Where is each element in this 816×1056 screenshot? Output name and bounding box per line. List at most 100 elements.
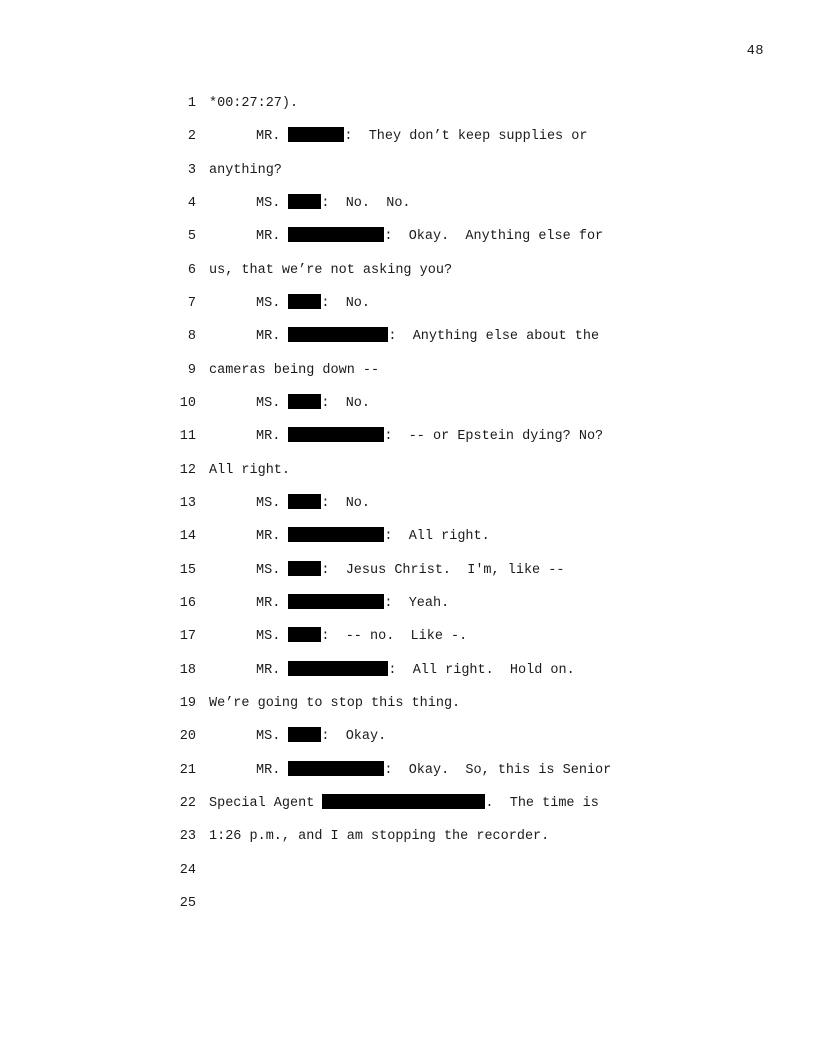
redaction-box	[288, 327, 389, 343]
redaction-box	[288, 227, 385, 243]
line-number: 9	[187, 362, 196, 378]
transcript-line: 2 MR. : They don’t keep supplies or	[0, 120, 816, 153]
line-text: MR. : All right. Hold on.	[209, 654, 575, 687]
redaction-box	[288, 427, 385, 443]
transcript-line: 15 MS. : Jesus Christ. I'm, like --	[0, 554, 816, 587]
line-text: us, that we’re not asking you?	[209, 254, 452, 287]
text-segment: MS.	[256, 195, 289, 211]
line-text: cameras being down --	[209, 354, 379, 387]
line-number: 2	[187, 129, 196, 145]
line-text: MR. : Okay. So, this is Senior	[209, 754, 611, 787]
text-segment: : All right. Hold on.	[388, 662, 575, 678]
line-text: We’re going to stop this thing.	[209, 687, 460, 720]
transcript-line: 12 All right.	[0, 454, 816, 487]
text-segment: MR.	[256, 762, 289, 778]
page-number: 48	[746, 44, 764, 59]
transcript-line: 9 cameras being down --	[0, 354, 816, 387]
text-segment: : -- or Epstein dying? No?	[384, 429, 604, 445]
text-segment: All right.	[209, 462, 291, 478]
text-segment: : All right.	[384, 529, 490, 545]
line-number: 25	[179, 895, 196, 911]
transcript-line: 19 We’re going to stop this thing.	[0, 687, 816, 720]
line-text: MS. : No.	[209, 287, 370, 320]
redaction-box	[322, 793, 486, 809]
line-number: 12	[179, 462, 196, 478]
text-segment: MR.	[256, 662, 289, 678]
text-segment: MS.	[256, 495, 289, 511]
transcript-line: 18 MR. : All right. Hold on.	[0, 654, 816, 687]
redaction-box	[288, 527, 385, 543]
text-segment: MS.	[256, 395, 289, 411]
redaction-box	[288, 293, 322, 309]
transcript-line: 11 MR. : -- or Epstein dying? No?	[0, 420, 816, 453]
line-number: 5	[187, 229, 196, 245]
text-segment: : Okay.	[321, 729, 387, 745]
line-number: 22	[179, 795, 196, 811]
transcript-line: 20 MS. : Okay.	[0, 720, 816, 753]
line-number: 14	[179, 529, 196, 545]
line-text: MS. : No.	[209, 487, 370, 520]
line-number: 20	[179, 729, 196, 745]
line-text: All right.	[209, 454, 290, 487]
text-segment: MR.	[256, 595, 289, 611]
line-text: Special Agent . The time is	[209, 787, 599, 820]
transcript-line: 22 Special Agent . The time is	[0, 787, 816, 820]
text-segment: MS.	[256, 629, 289, 645]
line-number: 8	[187, 329, 196, 345]
line-text: MR. : They don’t keep supplies or	[209, 120, 587, 153]
transcript-line: 1*00:27:27).	[0, 87, 816, 120]
text-segment: anything?	[209, 162, 282, 178]
transcript-line: 6 us, that we’re not asking you?	[0, 254, 816, 287]
line-number: 4	[187, 195, 196, 211]
line-number: 17	[179, 629, 196, 645]
line-text: MR. : Yeah.	[209, 587, 449, 620]
text-segment: : -- no. Like -.	[321, 629, 468, 645]
redaction-box	[288, 493, 322, 509]
line-text: MR. : All right.	[209, 520, 490, 553]
text-segment: : No.	[321, 295, 371, 311]
text-segment: : No. No.	[321, 195, 411, 211]
text-segment: : Jesus Christ. I'm, like --	[321, 562, 565, 578]
line-text: MR. : -- or Epstein dying? No?	[209, 420, 603, 453]
line-number: 7	[187, 295, 196, 311]
text-segment: 1:26 p.m., and I am stopping the recorde…	[209, 829, 550, 845]
text-segment: MR.	[256, 529, 289, 545]
text-segment: MS.	[256, 729, 289, 745]
line-number: 23	[179, 829, 196, 845]
line-number: 15	[179, 562, 196, 578]
text-segment: MR.	[256, 229, 289, 245]
redaction-box	[288, 393, 322, 409]
text-segment: MS.	[256, 295, 289, 311]
line-text: *00:27:27).	[209, 87, 298, 120]
line-number: 10	[179, 395, 196, 411]
transcript-line: 23 1:26 p.m., and I am stopping the recor…	[0, 820, 816, 853]
text-segment: : Yeah.	[384, 595, 450, 611]
text-segment: cameras being down --	[209, 362, 380, 378]
line-number: 6	[187, 262, 196, 278]
line-text: 1:26 p.m., and I am stopping the recorde…	[209, 820, 549, 853]
line-number: 18	[179, 662, 196, 678]
text-segment: : No.	[321, 495, 371, 511]
text-segment: . The time is	[485, 795, 599, 811]
line-text: anything?	[209, 154, 282, 187]
line-number: 19	[179, 695, 196, 711]
transcript-line: 25	[0, 887, 816, 920]
line-text: MR. : Anything else about the	[209, 320, 599, 353]
redaction-box	[288, 727, 322, 743]
text-segment: MR.	[256, 129, 289, 145]
redaction-box	[288, 193, 322, 209]
line-text: MS. : No. No.	[209, 187, 411, 220]
text-segment: Special Agent	[209, 795, 323, 811]
line-number: 11	[179, 429, 196, 445]
transcript-line: 7 MS. : No.	[0, 287, 816, 320]
transcript-line: 16 MR. : Yeah.	[0, 587, 816, 620]
redaction-box	[288, 127, 345, 143]
text-segment: MS.	[256, 562, 289, 578]
transcript-line: 14 MR. : All right.	[0, 520, 816, 553]
line-number: 16	[179, 595, 196, 611]
line-text: MS. : Okay.	[209, 720, 386, 753]
